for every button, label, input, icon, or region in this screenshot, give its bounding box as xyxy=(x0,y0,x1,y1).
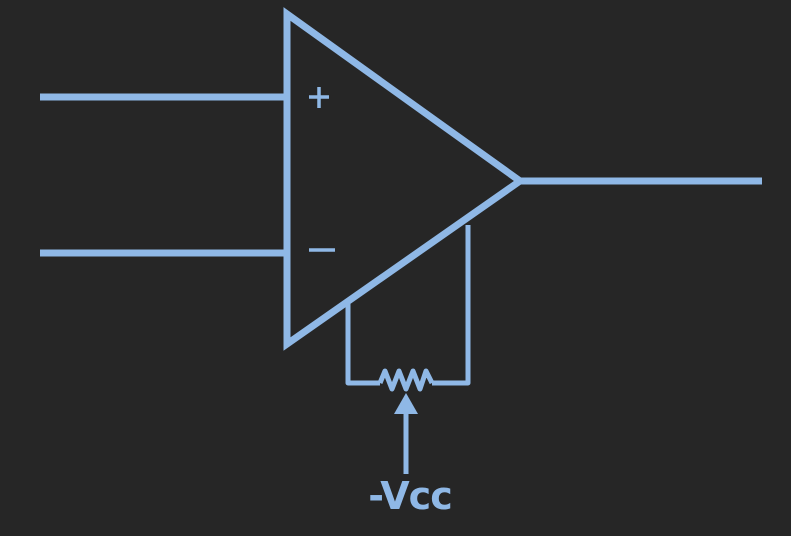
opamp-triangle xyxy=(283,7,527,351)
plus-sign-icon xyxy=(309,87,329,108)
offset-null-right-lead xyxy=(432,225,471,386)
potentiometer-resistor xyxy=(377,368,435,392)
wiper-arrow-head-icon xyxy=(394,393,418,414)
offset-null-left-lead xyxy=(345,304,380,386)
supply-voltage-label: -Vcc xyxy=(368,474,452,518)
